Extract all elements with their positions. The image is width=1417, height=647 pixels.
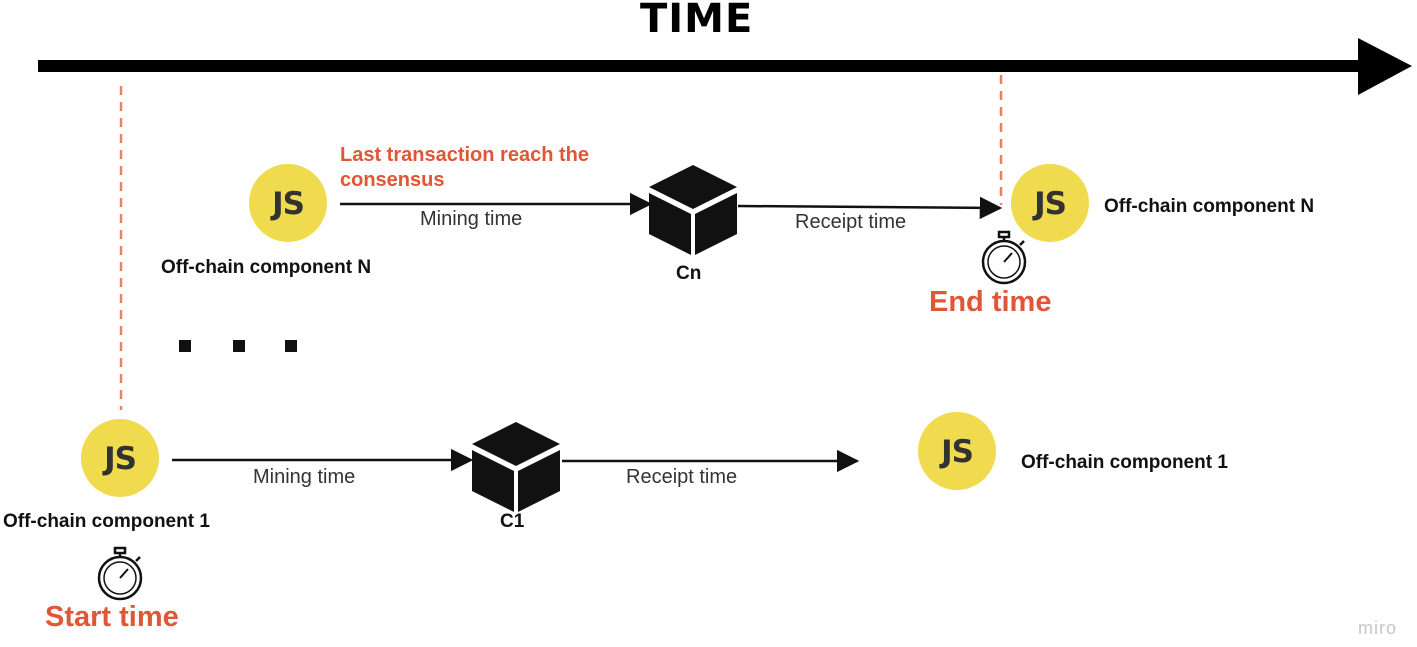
javascript-logo-icon: JS [249, 164, 327, 242]
logo-text: JS [272, 186, 305, 222]
logo-text: JS [1034, 186, 1067, 222]
javascript-logo-icon: JS [918, 412, 996, 490]
block-label-c1: C1 [500, 511, 525, 532]
target-component-label-n: Off-chain component N [1104, 196, 1315, 217]
block-cube-icon [472, 422, 560, 512]
source-component-label-n: Off-chain component N [161, 257, 372, 278]
receipt-arrow-n [737, 196, 1003, 220]
block-label-cn: Cn [676, 263, 702, 284]
ellipsis-dot [233, 340, 245, 352]
logo-text: JS [941, 434, 974, 470]
javascript-logo-icon: JS [1011, 164, 1089, 242]
miro-watermark: miro [1358, 618, 1397, 638]
stopwatch-icon [97, 546, 143, 601]
source-component-label-1: Off-chain component 1 [3, 511, 210, 532]
mining-time-label-n: Mining time [420, 208, 523, 230]
start-time-label: Start time [45, 601, 179, 633]
stopwatch-icon [981, 230, 1027, 285]
ellipsis-dot [285, 340, 297, 352]
receipt-time-label-n: Receipt time [795, 211, 907, 233]
time-axis-arrow [38, 38, 1412, 95]
target-component-label-1: Off-chain component 1 [1021, 452, 1228, 473]
block-cube-icon [649, 165, 737, 255]
receipt-time-label-1: Receipt time [626, 466, 738, 488]
ellipsis-dot [179, 340, 191, 352]
javascript-logo-icon: JS [81, 419, 159, 497]
end-time-label: End time [929, 286, 1052, 318]
consensus-annotation: Last transaction reach the consensus [340, 144, 589, 191]
time-axis-title: TIME [640, 0, 754, 42]
mining-time-label-1: Mining time [253, 466, 356, 488]
logo-text: JS [104, 441, 137, 477]
